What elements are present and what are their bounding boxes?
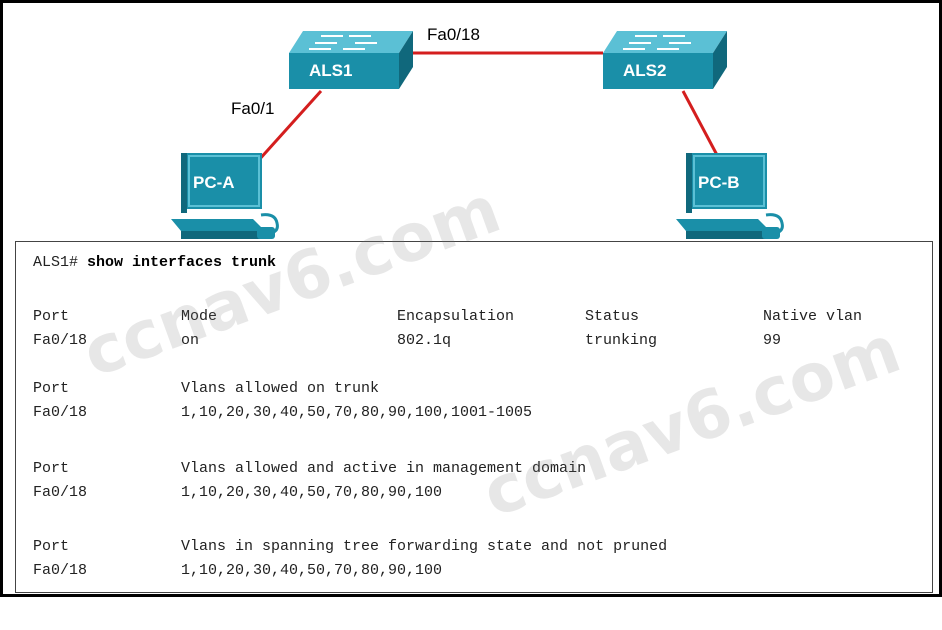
- col-port: Port: [33, 538, 70, 555]
- link-als2-pcb: [681, 90, 719, 156]
- cell-vlan-list: 1,10,20,30,40,50,70,80,90,100,1001-1005: [181, 404, 533, 421]
- active-header-row: Port Vlans allowed and active in managem…: [33, 460, 586, 480]
- cell-port: Fa0/18: [33, 332, 88, 349]
- cell-vlan-list: 1,10,20,30,40,50,70,80,90,100: [181, 562, 443, 579]
- col-mode: Mode: [181, 308, 218, 325]
- col-port: Port: [33, 380, 70, 397]
- cell-encapsulation: 802.1q: [397, 332, 452, 349]
- cell-native-vlan: 99: [763, 332, 782, 349]
- topology-graphic: [171, 31, 784, 239]
- cli-command: show interfaces trunk: [87, 254, 277, 271]
- allowed-data-row: Fa0/18 1,10,20,30,40,50,70,80,90,100,100…: [33, 404, 532, 424]
- device-label-pcb: PC-B: [698, 173, 740, 192]
- col-encapsulation: Encapsulation: [397, 308, 515, 325]
- trunk-data-row: Fa0/18 on 802.1q trunking 99: [33, 332, 781, 352]
- col-status: Status: [585, 308, 640, 325]
- forwarding-data-row: Fa0/18 1,10,20,30,40,50,70,80,90,100: [33, 562, 442, 582]
- cell-vlan-list: 1,10,20,30,40,50,70,80,90,100: [181, 484, 443, 501]
- col-native-vlan: Native vlan: [763, 308, 863, 325]
- switch-icon: [289, 31, 413, 89]
- cell-port: Fa0/18: [33, 484, 88, 501]
- cell-mode: on: [181, 332, 200, 349]
- col-description: Vlans allowed and active in management d…: [181, 460, 587, 477]
- device-label-als1: ALS1: [309, 61, 353, 80]
- forwarding-header-row: Port Vlans in spanning tree forwarding s…: [33, 538, 667, 558]
- switch-icon: [603, 31, 727, 89]
- exhibit-frame: ALS1 ALS2 PC-A PC-B Fa0/1 Fa0/18 ALS1# s…: [0, 0, 942, 597]
- cell-port: Fa0/18: [33, 562, 88, 579]
- cli-prompt: ALS1#: [33, 254, 79, 271]
- command-line: ALS1# show interfaces trunk: [33, 254, 276, 271]
- link-als1-pca: [256, 89, 323, 163]
- col-description: Vlans in spanning tree forwarding state …: [181, 538, 668, 555]
- device-label-als2: ALS2: [623, 61, 667, 80]
- col-port: Port: [33, 460, 70, 477]
- col-description: Vlans allowed on trunk: [181, 380, 380, 397]
- pc-icon: [676, 153, 784, 239]
- port-label-fa0-1: Fa0/1: [231, 99, 275, 118]
- allowed-header-row: Port Vlans allowed on trunk: [33, 380, 379, 400]
- pc-icon: [171, 153, 279, 239]
- network-topology: ALS1 ALS2 PC-A PC-B Fa0/1 Fa0/18: [3, 3, 939, 241]
- cell-status: trunking: [585, 332, 658, 349]
- trunk-header-row: Port Mode Encapsulation Status Native vl…: [33, 308, 862, 328]
- port-label-fa0-18: Fa0/18: [427, 25, 480, 44]
- active-data-row: Fa0/18 1,10,20,30,40,50,70,80,90,100: [33, 484, 442, 504]
- cli-output-panel: ALS1# show interfaces trunk Port Mode En…: [15, 241, 933, 593]
- device-label-pca: PC-A: [193, 173, 235, 192]
- col-port: Port: [33, 308, 70, 325]
- cell-port: Fa0/18: [33, 404, 88, 421]
